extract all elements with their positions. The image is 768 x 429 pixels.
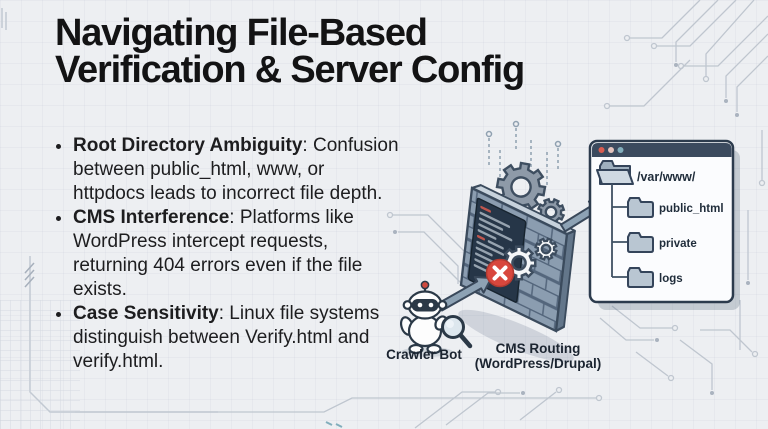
robot-visor xyxy=(411,299,439,312)
root-path-label: /var/www/ xyxy=(637,170,696,184)
magnifier-icon xyxy=(441,315,473,349)
folder-label-public-html: public_html xyxy=(659,203,724,215)
bullet-text: : Confusion between public_html, www, or… xyxy=(73,135,399,204)
folder-label-private: private xyxy=(659,238,697,250)
cms-routing-label-line1: CMS Routing xyxy=(496,341,581,356)
crawler-bot-icon xyxy=(399,280,453,357)
bullet-text: : Linux file systems distinguish between… xyxy=(73,303,380,372)
page-title-line1: Navigating File-Based xyxy=(55,12,428,54)
key-points-list: Root Directory Ambiguity: Confusion betw… xyxy=(55,134,399,374)
folder-label-logs: logs xyxy=(659,273,683,285)
circuit-traces-top-right xyxy=(603,0,768,285)
error-x-badge xyxy=(485,258,515,288)
bullet-term: Case Sensitivity xyxy=(73,303,219,324)
wall-shadow xyxy=(458,309,574,363)
arrow-to-wall xyxy=(437,276,493,312)
code-lines xyxy=(473,205,513,273)
file-tree-window: /var/www/ public_html private logs xyxy=(588,139,740,310)
antenna-light xyxy=(420,280,430,290)
circuit-traces-bottom-right xyxy=(599,300,759,395)
page-title: Navigating File-Based Verification & Ser… xyxy=(55,12,525,91)
circuit-traces-bottom-center xyxy=(75,386,603,429)
window-titlebar xyxy=(592,143,732,157)
window-dot-pink-icon xyxy=(608,147,614,153)
circuit-traces-mid-left xyxy=(386,211,467,289)
window-dot-red-icon xyxy=(598,147,605,153)
bullet-text: : Platforms like WordPress intercept req… xyxy=(73,207,363,300)
cms-routing-label-line2: (WordPress/Drupal) xyxy=(475,356,602,371)
window-dot-teal-icon xyxy=(617,147,624,153)
page-title-line2: Verification & Server Config xyxy=(55,49,525,91)
grid-patch-bottom-left xyxy=(0,300,80,429)
crawler-bot-label: Crawler Bot xyxy=(386,347,462,362)
tree-connector-lines xyxy=(611,184,627,278)
dashed-circuit-stubs xyxy=(485,120,562,186)
bullet-item-root-directory: Root Directory Ambiguity: Confusion betw… xyxy=(73,134,399,206)
bullet-term: CMS Interference xyxy=(73,207,230,228)
bullet-term: Root Directory Ambiguity xyxy=(73,135,303,156)
bullet-item-cms-interference: CMS Interference: Platforms like WordPre… xyxy=(73,206,399,302)
open-folder-icon xyxy=(596,160,634,185)
bullet-item-case-sensitivity: Case Sensitivity: Linux file systems dis… xyxy=(73,302,399,374)
